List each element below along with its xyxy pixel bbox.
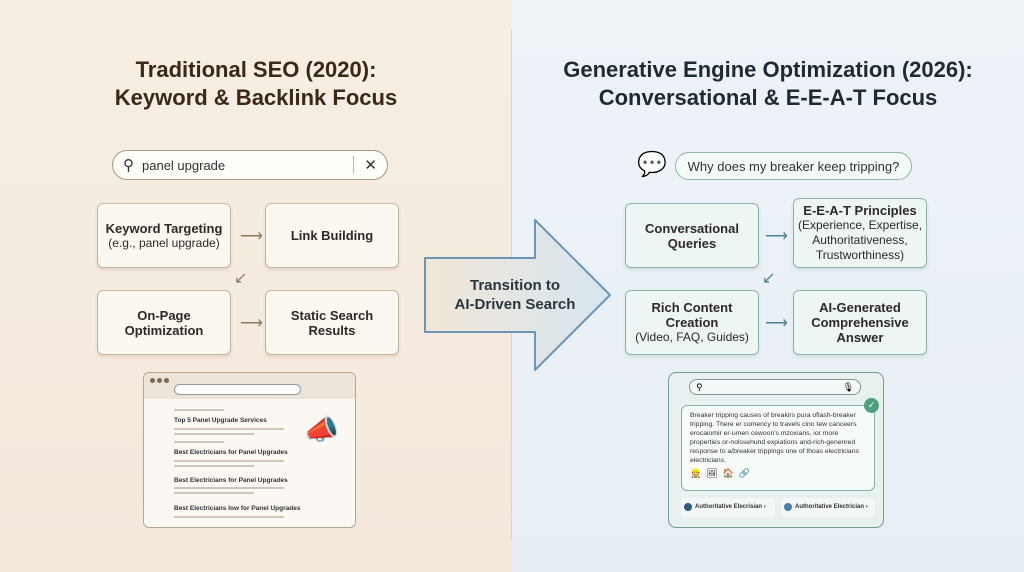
keyword-targeting-box: Keyword Targeting(e.g., panel upgrade) xyxy=(97,203,231,268)
chat-query: Why does my breaker keep tripping? xyxy=(687,158,900,174)
ai-answer-card: ⚲🎙 Breaker tripping causes of breakirs p… xyxy=(668,372,884,528)
box-title: On-Page xyxy=(137,307,191,323)
worker-icon: 👷 xyxy=(690,468,707,478)
result-title[interactable]: Best Electricians for Panel Upgrades xyxy=(174,449,288,456)
box-sub: (Video, FAQ, Guides) xyxy=(635,330,749,344)
box-title: AI-Generated xyxy=(819,300,901,315)
chat-query-bubble[interactable]: Why does my breaker keep tripping? xyxy=(675,152,912,180)
transition-line: AI-Driven Search xyxy=(454,296,576,313)
browser-search[interactable] xyxy=(174,384,301,395)
arrow-right-icon: ⟶ xyxy=(240,315,263,332)
search-results-browser: Top 5 Panel Upgrade Services Best Electr… xyxy=(143,372,356,528)
left-title: Traditional SEO (2020): Keyword & Backlin… xyxy=(0,56,512,112)
answer-text: Breaker tripping causes of breakirs pura… xyxy=(690,412,859,464)
eeat-box: E-E-A-T Principles(Experience, Expertise… xyxy=(793,198,927,268)
arrow-right-icon: ⟶ xyxy=(765,315,788,332)
close-icon[interactable]: ✕ xyxy=(364,157,377,174)
right-title: Generative Engine Optimization (2026): Co… xyxy=(512,56,1024,112)
geo-panel: Generative Engine Optimization (2026): Co… xyxy=(512,0,1024,572)
divider xyxy=(353,156,355,174)
box-title: Optimization xyxy=(124,322,204,338)
box-title: Creation xyxy=(665,315,719,330)
box-title: Rich Content xyxy=(651,300,733,315)
title-line: Traditional SEO (2020): xyxy=(135,57,377,82)
box-title: Conversational xyxy=(645,220,739,236)
source-card[interactable]: Authoritative Elecrisian › xyxy=(681,498,775,517)
search-bar[interactable]: ⚲ panel upgrade ✕ xyxy=(112,150,388,180)
source-name: Authoritative Electrician xyxy=(795,504,865,510)
result-title[interactable]: Best Electricians for Panel Upgrades xyxy=(174,477,288,484)
globe-icon xyxy=(684,503,692,511)
arrow-down-left-icon: ↙ xyxy=(234,270,248,287)
box-sub: Trustworthiness) xyxy=(815,248,905,262)
search-icon: ⚲ xyxy=(123,157,134,174)
globe-icon xyxy=(784,503,792,511)
title-line: Conversational & E-E-A-T Focus xyxy=(598,85,938,110)
result-title[interactable]: Top 5 Panel Upgrade Services xyxy=(174,417,267,424)
box-sub: (Experience, Expertise, xyxy=(797,218,923,232)
box-sub: (e.g., panel upgrade) xyxy=(108,235,220,250)
transition-line: Transition to xyxy=(470,277,560,294)
box-title: Queries xyxy=(667,235,717,251)
transition-label: Transition to AI-Driven Search xyxy=(430,276,600,314)
box-title: E-E-A-T Principles xyxy=(803,203,917,218)
chat-bubbles-icon: 💬 xyxy=(637,151,667,178)
media-icons: 👷🖼🏠🔗 xyxy=(690,469,866,478)
search-icon: ⚲ xyxy=(696,382,703,392)
result-title[interactable]: Best Electricians low for Panel Upgrades xyxy=(174,505,301,512)
mic-icon: 🎙 xyxy=(842,382,854,392)
title-line: Generative Engine Optimization (2026): xyxy=(563,57,973,82)
box-title: Keyword Targeting xyxy=(105,220,223,236)
answer-panel: Breaker tripping causes of breakirs pura… xyxy=(681,405,875,491)
source-card[interactable]: Authoritative Electrician › xyxy=(781,498,875,517)
megaphone-icon: 📣 xyxy=(304,414,339,445)
arrow-right-icon: ⟶ xyxy=(765,228,788,245)
box-title: Static Search xyxy=(290,307,374,323)
box-title: Answer xyxy=(836,330,884,345)
title-line: Keyword & Backlink Focus xyxy=(114,85,398,110)
ai-search-bar[interactable]: ⚲🎙 xyxy=(689,379,861,395)
source-name: Authoritative Elecrisian xyxy=(695,504,763,510)
box-title: Link Building xyxy=(290,228,374,243)
check-icon: ✓ xyxy=(864,398,879,413)
transition-arrow xyxy=(424,219,611,371)
box-title: Comprehensive xyxy=(811,315,909,330)
browser-toolbar xyxy=(144,373,355,399)
arrow-right-icon: ⟶ xyxy=(240,228,263,245)
box-title: Results xyxy=(308,322,356,338)
link-building-box: Link Building xyxy=(265,203,399,268)
house-icon: 🏠 xyxy=(722,468,739,478)
box-sub: Authoritativeness, xyxy=(812,233,908,247)
link-icon[interactable]: 🔗 xyxy=(738,468,756,478)
search-query: panel upgrade xyxy=(142,157,226,173)
image-icon: 🖼 xyxy=(706,468,723,478)
arrow-down-left-icon: ↙ xyxy=(762,270,776,287)
